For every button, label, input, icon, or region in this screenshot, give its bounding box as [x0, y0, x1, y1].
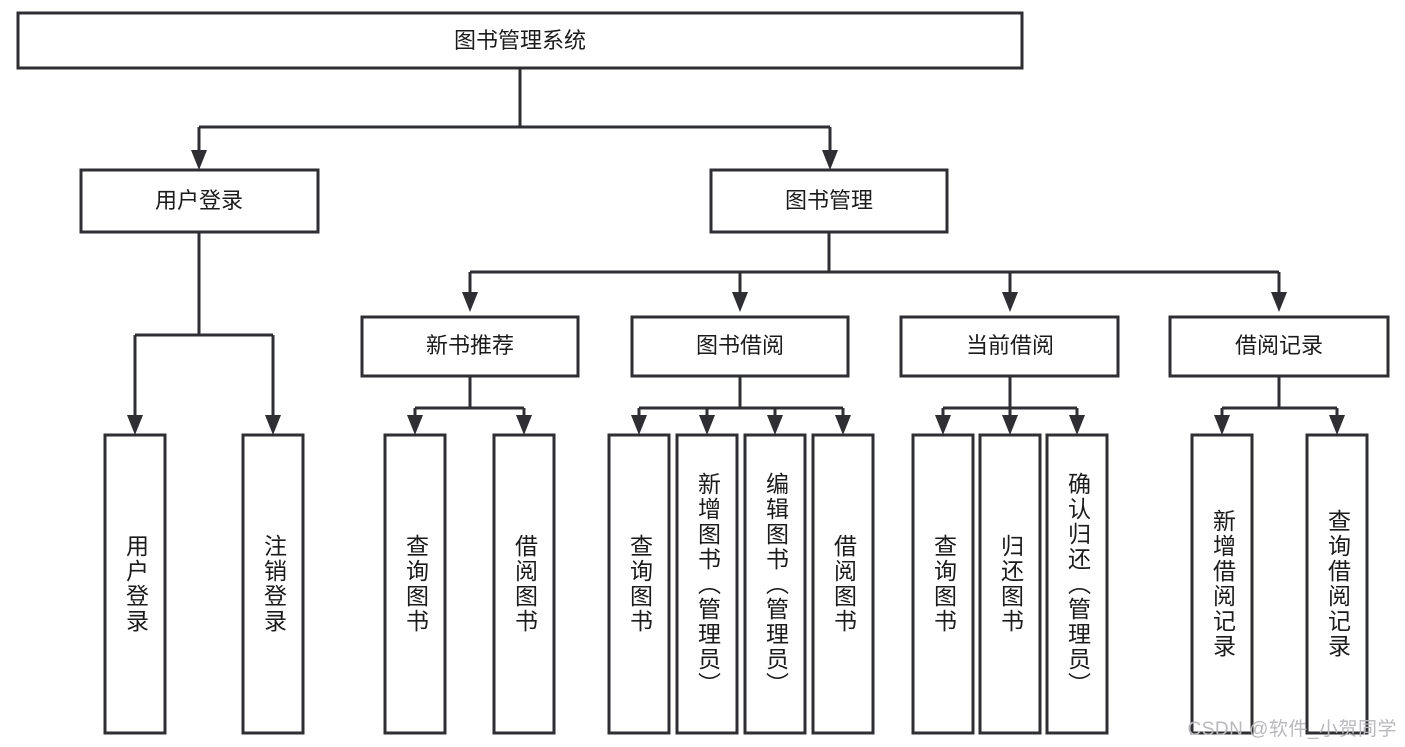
arrow-icon: [631, 415, 647, 435]
node-user-login-label: 用户登录: [155, 188, 243, 213]
node-new-book-recommend-box[interactable]: [360, 315, 580, 378]
arrow-icon: [1214, 415, 1230, 435]
leaf-box-query-book-borrow[interactable]: [607, 433, 671, 735]
arrow-icon: [191, 150, 207, 170]
leaf-box-add-book-admin[interactable]: [675, 433, 739, 735]
node-root-label: 图书管理系统: [454, 28, 586, 53]
leaf-box-borrow-book-recommend[interactable]: [492, 433, 556, 735]
arrow-icon: [1002, 292, 1018, 312]
node-borrow-record-box[interactable]: [1168, 315, 1390, 378]
leaf-box-return-book[interactable]: [978, 433, 1042, 735]
connector-record-stem: [1220, 376, 1339, 415]
connector-user-login-stem: [133, 232, 275, 415]
arrow-icon: [1329, 415, 1345, 435]
arrow-icon: [935, 415, 951, 435]
arrow-icon: [407, 415, 423, 435]
arrow-icon: [516, 415, 532, 435]
node-root[interactable]: 图书管理系统: [16, 11, 1024, 70]
connector-book-manage-stem: [468, 232, 1281, 292]
connector-current-stem: [941, 376, 1079, 415]
arrow-icon: [265, 415, 281, 435]
node-current-borrow[interactable]: 当前借阅: [899, 315, 1120, 378]
node-book-manage-label: 图书管理: [785, 188, 873, 213]
node-book-borrow-box[interactable]: [630, 315, 850, 378]
node-book-borrow-label: 图书借阅: [696, 333, 784, 358]
connector-root-stem: [197, 68, 832, 150]
leaf-box-add-borrow-record[interactable]: [1190, 433, 1254, 735]
arrow-icon: [1271, 292, 1287, 312]
node-book-borrow[interactable]: 图书借阅: [630, 315, 850, 378]
node-user-login-box[interactable]: [79, 168, 320, 234]
arrowhead-group: [127, 150, 1345, 435]
arrow-icon: [699, 415, 715, 435]
arrow-icon: [462, 292, 478, 312]
connector-recommend-stem: [413, 376, 526, 415]
arrow-icon: [1002, 415, 1018, 435]
leaf-box-logout[interactable]: [241, 433, 305, 735]
arrow-icon: [767, 415, 783, 435]
node-new-book-recommend[interactable]: 新书推荐: [360, 315, 580, 378]
leaf-box-query-borrow-record[interactable]: [1305, 433, 1369, 735]
leaf-box-borrow-book[interactable]: [811, 433, 875, 735]
node-book-manage[interactable]: 图书管理: [709, 168, 949, 234]
leaf-box-edit-book-admin[interactable]: [743, 433, 807, 735]
connector-group: [133, 68, 1339, 415]
node-current-borrow-label: 当前借阅: [966, 333, 1054, 358]
node-book-manage-box[interactable]: [709, 168, 949, 234]
arrow-icon: [835, 415, 851, 435]
node-current-borrow-box[interactable]: [899, 315, 1120, 378]
node-borrow-record[interactable]: 借阅记录: [1168, 315, 1390, 378]
leaf-box-user-login[interactable]: [103, 433, 167, 735]
node-new-book-recommend-label: 新书推荐: [426, 333, 514, 358]
connector-borrow-stem: [637, 376, 845, 415]
arrow-icon: [732, 292, 748, 312]
leaf-box-confirm-return-admin[interactable]: [1045, 433, 1109, 735]
arrow-icon: [1069, 415, 1085, 435]
leaf-box-query-book-current[interactable]: [911, 433, 975, 735]
leaf-box-query-book-recommend[interactable]: [383, 433, 447, 735]
arrow-icon: [127, 415, 143, 435]
leaf-box-group: [103, 433, 1369, 735]
node-user-login[interactable]: 用户登录: [79, 168, 320, 234]
watermark-text: CSDN @软件_小贺同学: [1187, 719, 1397, 740]
arrow-icon: [822, 150, 838, 170]
node-root-box[interactable]: [16, 11, 1024, 70]
node-borrow-record-label: 借阅记录: [1235, 333, 1323, 358]
